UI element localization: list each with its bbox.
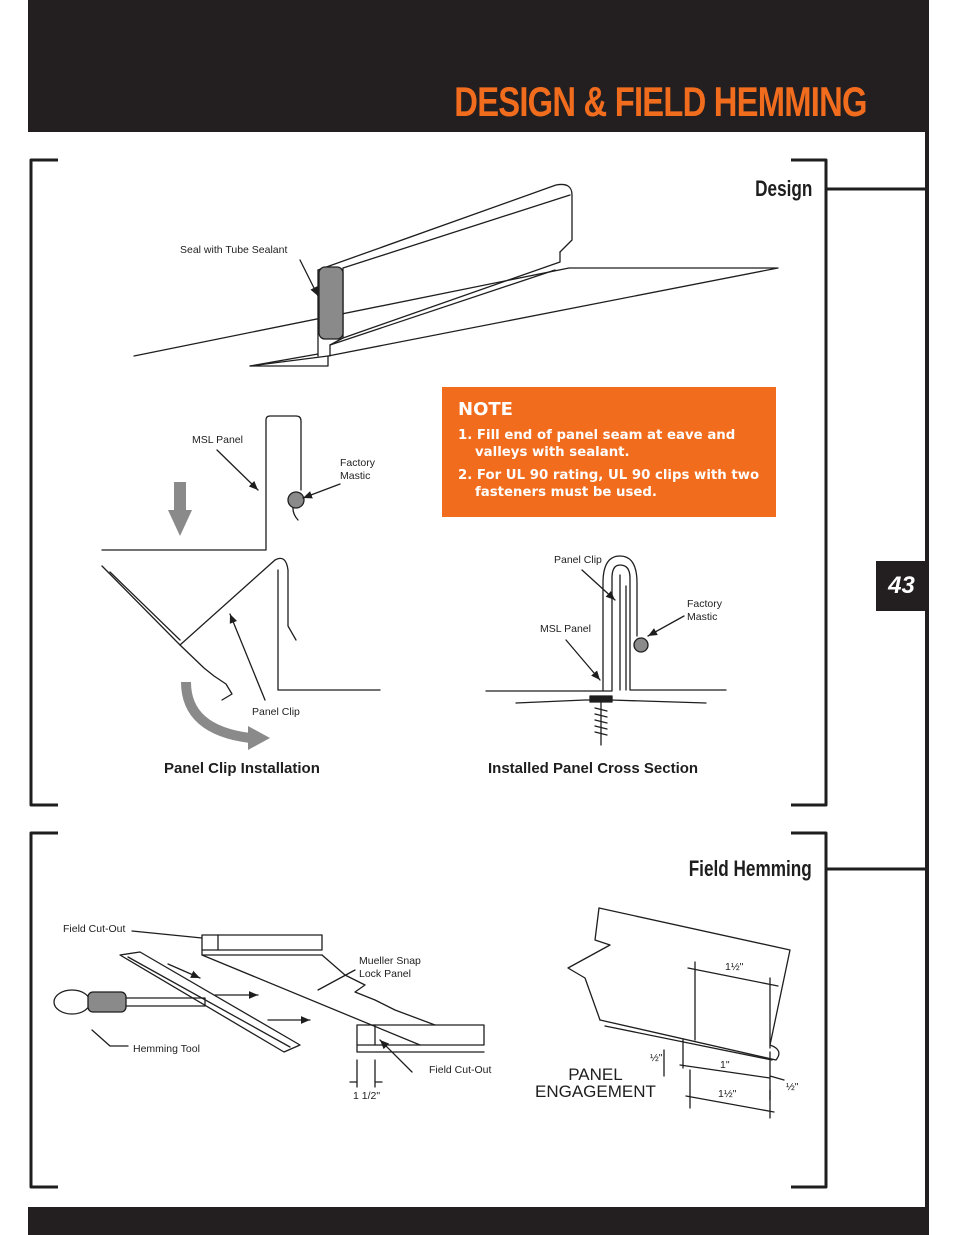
- field-cut-out-label-top: Field Cut-Out: [63, 923, 126, 935]
- note-list: 1. Fill end of panel seam at eave and va…: [458, 427, 768, 507]
- note-box: NOTE 1. Fill end of panel seam at eave a…: [442, 387, 776, 517]
- note-heading: NOTE: [458, 399, 513, 420]
- right-edge-bar: [925, 0, 929, 1235]
- note-item-1: 1. Fill end of panel seam at eave and va…: [458, 428, 736, 460]
- dimension-b-label: ½": [650, 1052, 663, 1064]
- clip-installation-caption: Panel Clip Installation: [164, 760, 320, 777]
- msl-panel-label-right: MSL Panel: [540, 623, 591, 635]
- dimension-d-label: ½": [786, 1081, 799, 1093]
- seal-tube-sealant-label: Seal with Tube Sealant: [180, 244, 288, 256]
- field-cut-out-label-bottom: Field Cut-Out: [429, 1064, 492, 1076]
- msl-panel-label-left: MSL Panel: [192, 434, 243, 446]
- dimension-e-label: 1½": [718, 1088, 737, 1100]
- design-section-frame: [29, 158, 925, 807]
- footer-bar: [28, 1207, 927, 1235]
- mueller-panel-label: Mueller Snap Lock Panel: [359, 955, 421, 980]
- field-hemming-heading: Field Hemming: [689, 856, 812, 881]
- header-bar: DESIGN & FIELD HEMMING: [28, 0, 927, 132]
- cross-section-drawing: [485, 555, 727, 746]
- factory-mastic-label-right: Factory Mastic: [687, 598, 723, 623]
- factory-mastic-label-left: Factory Mastic: [340, 457, 376, 482]
- note-item-2: 2. For UL 90 rating, UL 90 clips with tw…: [458, 468, 760, 500]
- hemming-tool-label: Hemming Tool: [133, 1043, 200, 1055]
- panel-seam-drawing: [133, 183, 779, 367]
- dimension-1-half-label: 1 1/2": [353, 1090, 381, 1102]
- cross-section-caption: Installed Panel Cross Section: [488, 760, 699, 777]
- panel-clip-label-left: Panel Clip: [252, 706, 300, 718]
- clip-installation-drawing: [101, 415, 381, 750]
- dimension-c-label: 1": [720, 1059, 730, 1071]
- design-heading: Design: [754, 176, 812, 201]
- page-number-tab: 43: [876, 561, 927, 611]
- panel-engagement-drawing: [567, 907, 791, 1119]
- page-title: DESIGN & FIELD HEMMING: [454, 78, 868, 125]
- panel-engagement-label: PANEL ENGAGEMENT: [535, 1065, 656, 1101]
- field-hemming-section-frame: [29, 831, 925, 1189]
- panel-clip-label-right: Panel Clip: [554, 554, 602, 566]
- hemming-tool-drawing: [53, 930, 485, 1088]
- dimension-a-label: 1½": [725, 961, 744, 973]
